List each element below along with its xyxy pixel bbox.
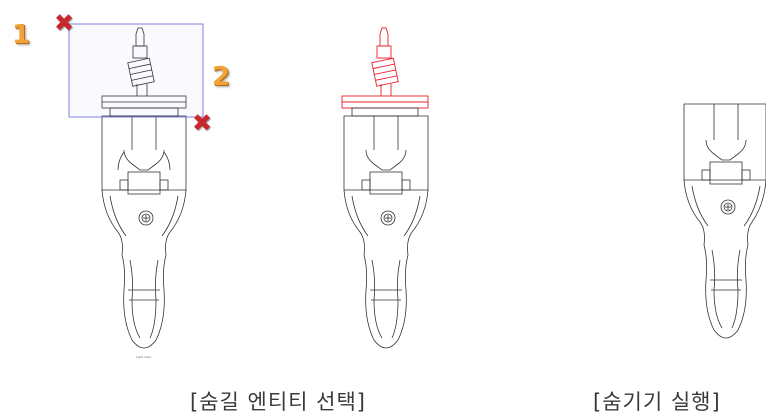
cad-drawing-before: right view: [68, 23, 204, 359]
drawing-panel-before: right view: [0, 0, 250, 370]
x-mark-icon: ✖: [54, 9, 75, 37]
selection-window[interactable]: [68, 23, 204, 118]
x-mark-icon: ✖: [192, 109, 213, 137]
part-drawing[interactable]: [101, 27, 187, 349]
drawing-panel-selected: [250, 0, 500, 370]
caption-hide-executed: [숨기기 실행]: [593, 390, 721, 414]
part-drawing-remaining[interactable]: [343, 107, 429, 349]
caption-select-entities: [숨길 엔티티 선택]: [190, 390, 366, 414]
selected-entities[interactable]: [341, 27, 429, 109]
part-note: right view: [136, 355, 151, 359]
drawing-panel-hidden: [590, 0, 766, 370]
cad-drawing-selected: [341, 27, 429, 349]
step-2-badge: 2: [212, 62, 231, 92]
step-1-badge: 1: [12, 20, 31, 50]
cad-drawing-after-hide: [683, 103, 766, 339]
part-drawing-after-hide[interactable]: [683, 103, 766, 339]
